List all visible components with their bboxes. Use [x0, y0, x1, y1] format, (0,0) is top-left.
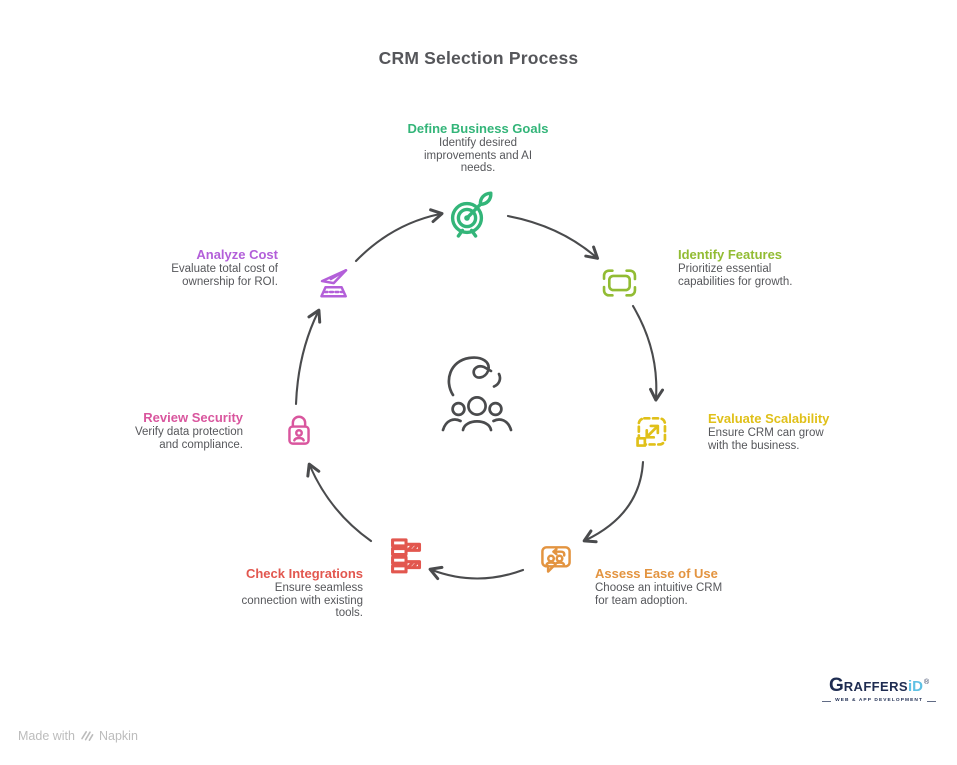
- step-label: Evaluate Scalability: [708, 411, 830, 426]
- thinking-team-icon: [437, 349, 517, 440]
- step-description: Evaluate total cost of ownership for ROI…: [171, 263, 278, 288]
- arrow-goals-to-features: [506, 214, 600, 260]
- arrow-integrations-to-security: [306, 462, 373, 543]
- integration-blocks-icon: [382, 536, 432, 580]
- arrow-scalability-to-ease: [582, 460, 645, 544]
- napkin-logo-icon: [81, 731, 94, 741]
- step-description: Choose an intuitive CRM for team adoptio…: [595, 582, 723, 607]
- arrow-security-to-cost: [294, 308, 322, 406]
- logo-tagline: WEB & APP DEVELOPMENT: [822, 698, 936, 704]
- step-description: Ensure seamless connection with existing…: [241, 582, 363, 619]
- ease-of-use-chat-icon: [536, 540, 576, 578]
- step-label: Analyze Cost: [196, 247, 278, 262]
- step-label: Review Security: [143, 410, 243, 425]
- page-title: CRM Selection Process: [378, 48, 579, 68]
- logo-id: iD: [907, 678, 923, 695]
- logo-raffers: RAFFERS: [843, 679, 908, 694]
- step-description: Verify data protection and compliance.: [134, 426, 243, 451]
- step-description: Ensure CRM can grow with the business.: [708, 427, 824, 452]
- step-evaluate-scalability: Evaluate Scalability Ensure CRM can grow…: [708, 411, 848, 452]
- step-review-security: Review Security Verify data protection a…: [107, 410, 243, 451]
- step-check-integrations: Check Integrations Ensure seamless conne…: [223, 566, 363, 620]
- security-lock-icon: [284, 411, 314, 453]
- step-assess-ease-of-use: Assess Ease of Use Choose an intuitive C…: [595, 566, 745, 607]
- step-label: Identify Features: [678, 247, 783, 262]
- arrow-cost-to-goals: [354, 208, 444, 263]
- scalability-expand-icon: [632, 412, 671, 450]
- trademark-symbol: ®: [923, 679, 930, 686]
- step-label: Assess Ease of Use: [595, 566, 718, 581]
- arrow-features-to-scalability: [631, 304, 664, 402]
- step-description: Identify desired improvements and AI nee…: [423, 137, 533, 174]
- step-analyze-cost: Analyze Cost Evaluate total cost of owne…: [128, 247, 278, 288]
- arrow-ease-to-integrations: [428, 565, 525, 581]
- tagline-rule-left: [822, 700, 832, 702]
- step-description: Prioritize essential capabilities for gr…: [678, 263, 793, 288]
- tagline-text: WEB & APP DEVELOPMENT: [835, 698, 923, 703]
- made-with-label: Made with: [18, 729, 75, 743]
- step-label: Check Integrations: [245, 566, 363, 581]
- napkin-label: Napkin: [98, 729, 138, 743]
- cost-plane-icon: [315, 265, 353, 303]
- target-growth-icon: [444, 190, 496, 240]
- step-label: Define Business Goals: [407, 121, 549, 136]
- logo-letter-g: G: [828, 675, 844, 696]
- step-identify-features: Identify Features Prioritize essential c…: [678, 247, 808, 288]
- tagline-rule-right: [927, 700, 936, 702]
- step-define-business-goals: Define Business Goals Identify desired i…: [393, 121, 563, 175]
- feature-frame-icon: [599, 266, 640, 300]
- made-with-napkin: Made with Napkin: [18, 729, 138, 743]
